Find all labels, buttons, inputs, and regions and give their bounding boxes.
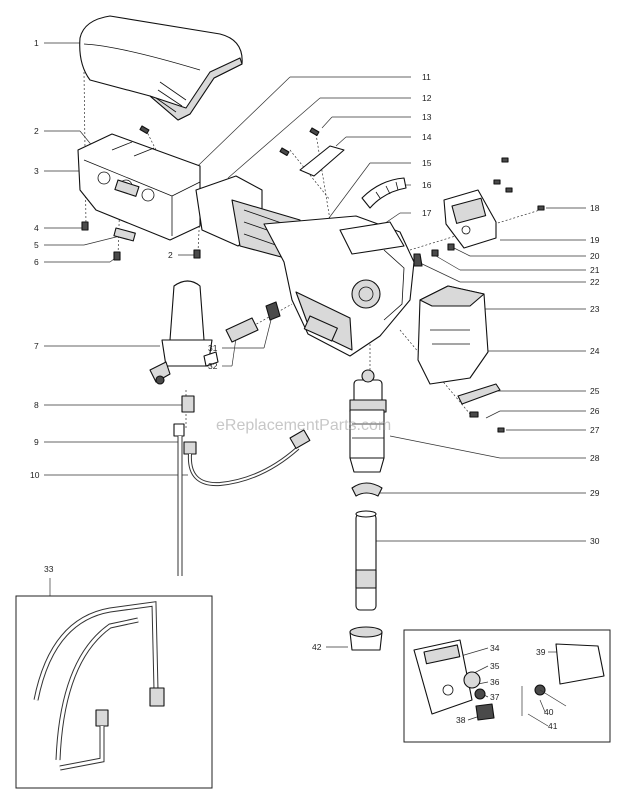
callout-3: 3 [34,166,39,176]
part-7-inlet-valve [149,280,219,385]
part-17-main-body [263,215,415,357]
callout-5: 5 [34,240,39,250]
callout-20: 20 [590,251,600,261]
callout-1: 1 [34,38,39,48]
callout-12: 12 [422,93,432,103]
callout-14: 14 [422,132,432,142]
callout-27: 27 [590,425,600,435]
part-19-control-plate [443,189,497,249]
part-1-top-cover [79,15,243,121]
part-28-pump-assembly [349,369,387,473]
callout-35: 35 [490,661,500,671]
callout-40: 40 [544,707,554,717]
callout-42: 42 [312,642,322,652]
callout-4: 4 [34,223,39,233]
callout-31: 31 [208,343,218,353]
callout-6: 6 [34,257,39,267]
callout-34: 34 [490,643,500,653]
callout-33: 33 [44,564,54,574]
callout-41: 41 [548,721,558,731]
callout-26: 26 [590,406,600,416]
part-3-base-tray [77,133,201,241]
callout-18: 18 [590,203,600,213]
callout-25: 25 [590,386,600,396]
callout-11: 11 [422,72,431,82]
callout-21: 21 [590,265,600,275]
part-29-retaining-clip [351,482,383,497]
callout-13: 13 [422,112,432,122]
part-33-inset-box [15,595,213,789]
callout-39: 39 [536,647,546,657]
callout-32: 32 [208,361,218,371]
part-23-side-cover [417,285,489,385]
callout-24: 24 [590,346,600,356]
callout-37: 37 [490,692,500,702]
callout-8: 8 [34,400,39,410]
callout-38: 38 [456,715,466,725]
callout-22: 22 [590,277,600,287]
part-10-hose [177,429,311,576]
callout-2b: 2 [168,250,173,260]
part-30-lower-tube [355,510,377,611]
part-5-filter-screen [113,227,136,242]
callout-9: 9 [34,437,39,447]
part-42-filter-cup [349,626,383,651]
callout-16: 16 [422,180,432,190]
part-31-fitting [265,301,281,321]
callout-labels: 1 2 3 4 5 6 2 7 8 9 10 11 12 13 14 15 16… [30,38,600,731]
part-25-bracket [457,383,501,418]
callout-30: 30 [590,536,600,546]
callout-29: 29 [590,488,600,498]
callout-23: 23 [590,304,600,314]
leader-lines [44,42,586,727]
callout-15: 15 [422,158,432,168]
callout-19: 19 [590,235,600,245]
part-12-motor-frame [195,175,301,263]
part-8-9-fittings [173,395,197,455]
part-14-handle-bracket [299,145,345,177]
callout-2: 2 [34,126,39,136]
callout-17: 17 [422,208,432,218]
part-32-fitting [225,317,259,343]
inset-control-panel-box [403,629,611,743]
watermark-text: eReplacementParts.com [216,417,391,434]
callout-36: 36 [490,677,500,687]
callout-10: 10 [30,470,40,480]
callout-7: 7 [34,341,39,351]
part-16-trigger [361,177,407,209]
callout-28: 28 [590,453,600,463]
parts-20-22-switch-bits [413,243,455,267]
